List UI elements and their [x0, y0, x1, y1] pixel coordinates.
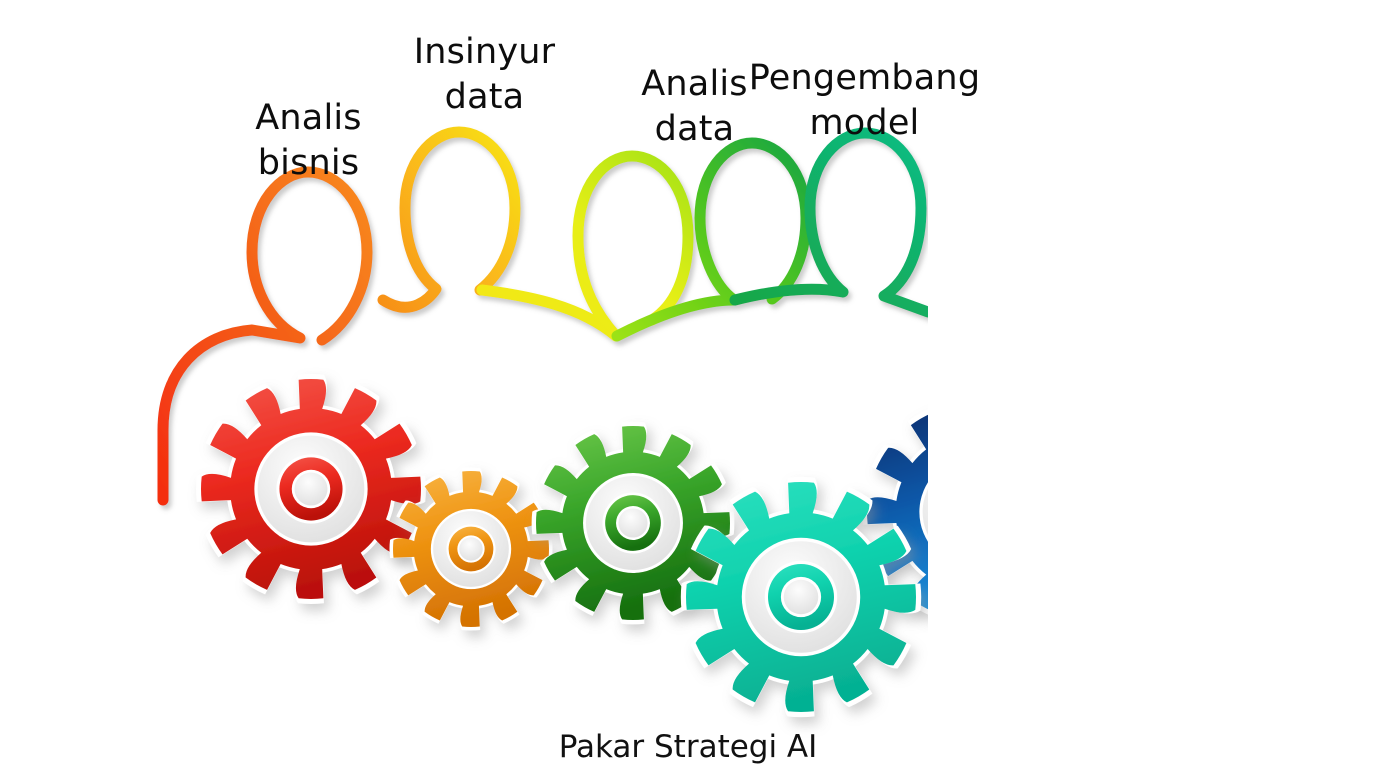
figure-2-outline [377, 126, 521, 313]
gear-blue-ring-outer [922, 488, 928, 536]
gear-green-hub [618, 508, 648, 538]
gear-orange-hub [459, 537, 483, 561]
figure-1-outline [157, 166, 373, 506]
figure-5-outline [729, 127, 928, 318]
gear-orange [389, 467, 553, 631]
people-outline-group [157, 126, 928, 506]
figure-3-outline [476, 150, 694, 342]
artwork-clip-region [157, 126, 928, 718]
gear-teal-hub [783, 579, 819, 615]
figure-4-outline [611, 137, 812, 342]
diagram-caption: Pakar Strategi AI [558, 729, 818, 765]
gear-red-hub [294, 472, 328, 506]
gear-red [196, 374, 426, 604]
gear-green [531, 421, 735, 625]
gears-group [196, 374, 928, 718]
gear-teal [680, 476, 922, 718]
